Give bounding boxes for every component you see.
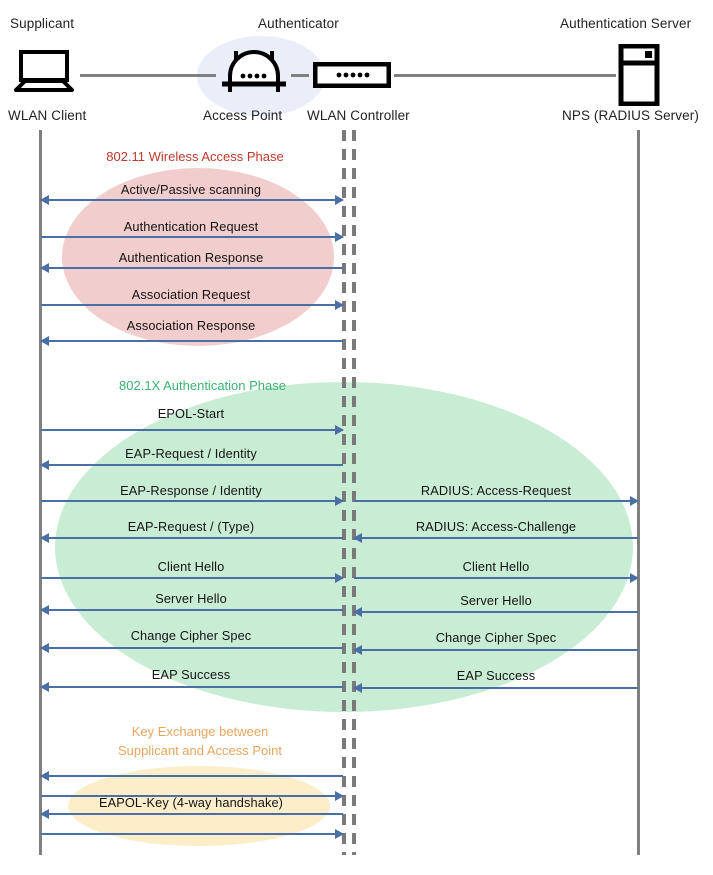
message-arrow	[354, 496, 639, 506]
message-label: EPOL-Start	[157, 406, 225, 421]
message-arrow	[41, 829, 344, 839]
phase-title-wireless-access: 802.11 Wireless Access Phase	[106, 149, 284, 164]
message-label: EAP-Response / Identity	[120, 483, 262, 498]
role-title-authentication-server: Authentication Server	[560, 16, 692, 31]
message-label: Client Hello	[462, 559, 530, 574]
node-label-access-point: Access Point	[203, 108, 283, 123]
message-label: EAPOL-Key (4-way handshake)	[98, 795, 284, 810]
message-arrow	[40, 643, 343, 653]
role-title-supplicant: Supplicant	[10, 16, 75, 31]
laptop-icon	[12, 50, 76, 97]
message-arrow	[41, 573, 344, 583]
message-arrow	[40, 771, 343, 781]
message-label: EAP Success	[151, 667, 231, 682]
message-arrow	[41, 195, 344, 205]
message-arrow	[40, 263, 343, 273]
message-arrow	[353, 533, 638, 543]
message-label: EAP-Request / (Type)	[127, 519, 255, 534]
message-arrow	[40, 336, 343, 346]
role-title-authenticator: Authenticator	[258, 16, 339, 31]
message-label: EAP Success	[456, 668, 536, 683]
message-label: RADIUS: Access-Challenge	[415, 519, 577, 534]
wire-controller-to-server	[394, 74, 616, 77]
message-label: Server Hello	[155, 591, 227, 606]
node-label-wlan-controller: WLAN Controller	[307, 108, 410, 123]
message-arrow	[353, 607, 638, 617]
message-arrow	[40, 809, 343, 819]
phase-title-dot1x-authentication: 802.1X Authentication Phase	[119, 378, 286, 393]
network-switch-icon	[312, 61, 392, 93]
wire-ap-to-controller	[291, 74, 309, 77]
lifeline-wlan-controller	[352, 130, 356, 855]
wire-client-to-ap	[80, 74, 216, 77]
message-label: Authentication Request	[123, 219, 259, 234]
message-arrow	[354, 573, 639, 583]
message-arrow	[40, 460, 343, 470]
message-label: Association Response	[126, 318, 256, 333]
lifeline-access-point	[342, 130, 346, 855]
message-label: Change Cipher Spec	[435, 630, 557, 645]
node-label-nps-radius-server: NPS (RADIUS Server)	[562, 108, 699, 123]
lifeline-supplicant	[39, 130, 42, 855]
message-arrow	[40, 682, 343, 692]
message-label: Association Request	[131, 287, 251, 302]
message-arrow	[41, 300, 344, 310]
message-arrow	[353, 683, 638, 693]
message-label: RADIUS: Access-Request	[420, 483, 572, 498]
message-label: Authentication Response	[118, 250, 264, 265]
message-arrow	[41, 232, 344, 242]
message-arrow	[41, 496, 344, 506]
message-arrow	[41, 425, 344, 435]
message-label: Active/Passive scanning	[120, 182, 262, 197]
message-label: EAP-Request / Identity	[125, 446, 257, 461]
message-label: Server Hello	[460, 593, 532, 608]
phase-title-key-exchange-line1: Key Exchange between	[131, 724, 269, 739]
phase-ellipse-key-exchange	[68, 766, 330, 846]
message-label: Client Hello	[157, 559, 225, 574]
server-rack-icon	[618, 43, 660, 111]
phase-ellipse-wireless-access	[62, 168, 334, 346]
message-arrow	[353, 645, 638, 655]
node-label-wlan-client: WLAN Client	[8, 108, 87, 123]
message-arrow	[40, 533, 343, 543]
wireless-access-point-icon	[216, 48, 292, 99]
message-arrow	[41, 791, 344, 801]
message-label: Change Cipher Spec	[130, 628, 252, 643]
phase-title-key-exchange-line2: Supplicant and Access Point	[117, 743, 283, 758]
lifeline-authentication-server	[637, 130, 640, 855]
message-arrow	[40, 605, 343, 615]
